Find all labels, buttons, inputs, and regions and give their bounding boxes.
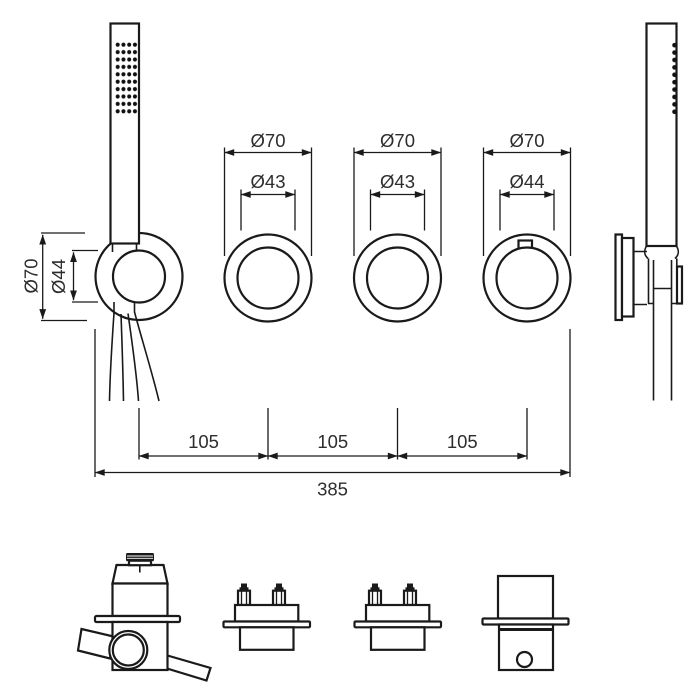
bracket-ball — [111, 249, 167, 304]
handshower-side-view — [614, 22, 684, 401]
spray-nozzles-side-icon — [671, 41, 678, 115]
cartridge-upper-body — [233, 603, 300, 623]
cartridge-lower-body — [238, 626, 295, 651]
spray-nozzles-icon — [114, 41, 138, 115]
valve-upper-body — [111, 582, 169, 618]
handle-and-hose-side — [652, 260, 673, 401]
valve3-knob-circle — [495, 246, 559, 310]
left-lever — [76, 627, 115, 660]
valve-cartridge-side-view-2 — [353, 582, 443, 651]
dim-valve2-outer: Ø70 — [353, 130, 442, 256]
handshower-front-view — [108, 22, 167, 402]
cartridge-stem-right — [271, 583, 287, 607]
dim-valve1-outer: Ø70 — [223, 130, 313, 256]
valve-trim-2 — [352, 233, 443, 323]
dim-spacing-chain: 105 105 105 — [94, 329, 571, 477]
dim-valve1-inner: Ø43 — [240, 171, 296, 231]
dim-bracket-inner-label: Ø44 — [48, 259, 69, 294]
outlet-port-inner — [111, 633, 145, 667]
handshower-hose-front — [108, 302, 160, 402]
dim-spacing2-label: 105 — [317, 431, 348, 452]
valve1-knob-circle — [236, 246, 300, 310]
valve-trim-1 — [223, 233, 313, 323]
dim-valve3-outer: Ø70 — [482, 130, 572, 256]
dim-valve2-outer-label: Ø70 — [380, 130, 415, 151]
dim-valve3-inner-label: Ø44 — [510, 171, 545, 192]
handshower-wand-side — [645, 22, 678, 248]
dim-valve3-inner: Ø44 — [499, 171, 555, 231]
dim-valve2-inner-label: Ø43 — [380, 171, 415, 192]
dim-bracket-outer: Ø70 — [21, 232, 87, 322]
dim-bracket-outer-label: Ø70 — [21, 259, 42, 294]
dim-spacing1-label: 105 — [188, 431, 219, 452]
dim-bracket-inner: Ø44 — [48, 249, 98, 303]
valve2-knob-circle — [365, 246, 430, 310]
valve2-outer-circle — [352, 233, 443, 323]
elbow-lower-body — [497, 623, 555, 672]
valve1-outer-circle — [223, 233, 313, 323]
valve-body-side-view-with-lever — [76, 553, 212, 682]
valve3-outer-circle — [482, 233, 572, 323]
valve-cartridge-side-view-1 — [222, 583, 312, 651]
dim-overall-width-label: 385 — [317, 479, 348, 500]
dim-spacing3-label: 105 — [447, 431, 478, 452]
knurled-cap-grooves — [127, 555, 153, 559]
outlet-elbow-side-view — [481, 574, 570, 672]
cap-base — [127, 559, 153, 567]
dim-overall-width: 385 — [94, 469, 571, 500]
bracket-arm — [633, 250, 647, 306]
cartridge-stem-left — [236, 583, 252, 607]
valve-trim-3 — [482, 233, 572, 323]
dim-valve1-inner-label: Ø43 — [251, 171, 286, 192]
bracket-cup-flare — [643, 245, 680, 260]
elbow-upper-body — [496, 574, 555, 620]
wall-plate-body — [620, 236, 635, 318]
dim-valve3-outer-label: Ø70 — [510, 130, 545, 151]
outlet-port-outer — [108, 629, 149, 671]
bracket-cup-clamp — [675, 265, 684, 305]
dim-valve2-inner: Ø43 — [369, 171, 426, 231]
elbow-screw-hole — [515, 650, 534, 669]
dim-valve1-outer-label: Ø70 — [251, 130, 286, 151]
